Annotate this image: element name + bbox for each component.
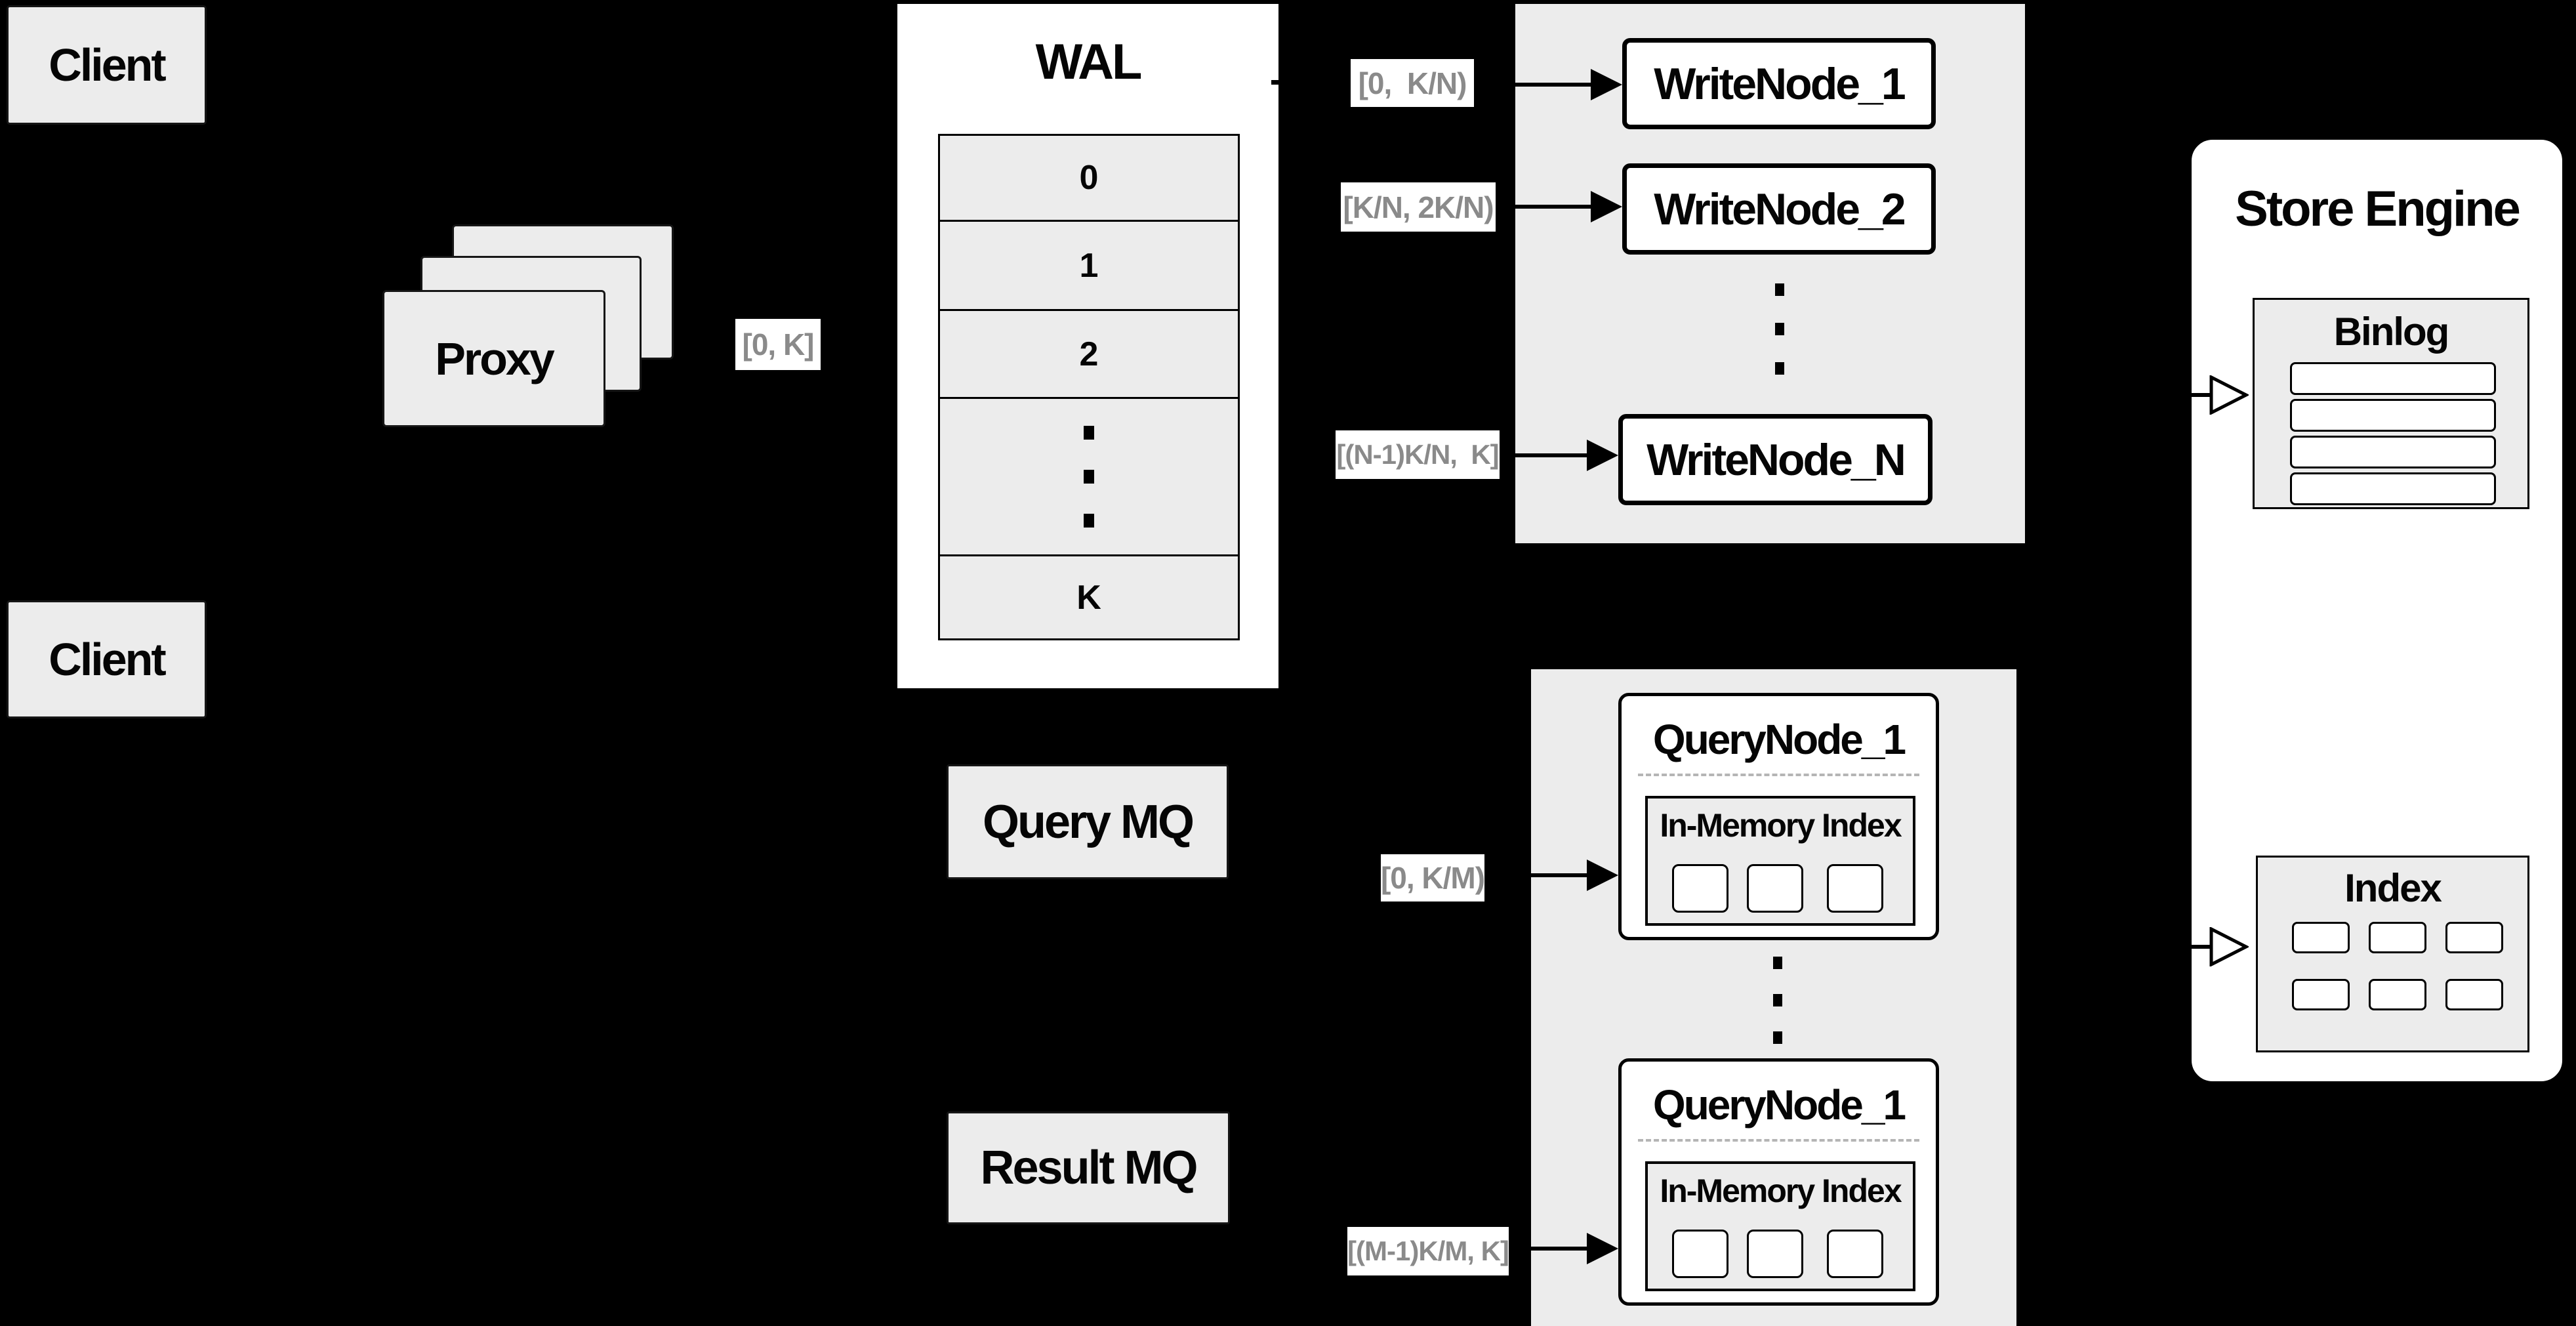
query-mq-box: Query MQ bbox=[947, 764, 1229, 879]
store-engine-title-wrap: Store Engine bbox=[2192, 176, 2562, 241]
proxy-box: Proxy bbox=[382, 290, 605, 427]
ellipsis-dot-icon bbox=[1773, 957, 1782, 969]
index-title-wrap: Index bbox=[2258, 861, 2527, 914]
store-engine-title: Store Engine bbox=[2235, 180, 2521, 237]
index-cell bbox=[2445, 979, 2503, 1010]
proxy-label: Proxy bbox=[435, 333, 555, 384]
dashed-divider bbox=[1638, 1139, 1919, 1142]
memory-cell bbox=[1827, 864, 1883, 913]
result-mq-box: Result MQ bbox=[947, 1111, 1230, 1224]
index-cell bbox=[2292, 979, 2350, 1010]
arrow-head-hollow-icon bbox=[2209, 927, 2249, 966]
arrow-head-filled-icon bbox=[1591, 69, 1622, 100]
in-memory-index-bottom-box: In-Memory Index bbox=[1645, 1161, 1915, 1291]
binlog-row bbox=[2290, 362, 2496, 395]
ellipsis-dot-icon bbox=[1773, 1031, 1782, 1044]
in-memory-index-top-title: In-Memory Index bbox=[1660, 807, 1902, 844]
arrow-line bbox=[1500, 453, 1589, 457]
writenode-1-box: WriteNode_1 bbox=[1622, 38, 1936, 129]
client-top-label: Client bbox=[49, 39, 166, 91]
in-memory-index-bottom-title-wrap: In-Memory Index bbox=[1648, 1168, 1913, 1214]
querynode-top-title-wrap: QueryNode_1 bbox=[1622, 711, 1936, 768]
wal-row-1: 1 bbox=[938, 220, 1240, 311]
ellipsis-dot-icon bbox=[1775, 283, 1784, 296]
binlog-box: Binlog bbox=[2253, 298, 2529, 509]
querynode-bottom-title: QueryNode_1 bbox=[1652, 1081, 1906, 1129]
arrow-head-filled-icon bbox=[1587, 440, 1618, 471]
ellipsis-dot-icon bbox=[1775, 362, 1784, 375]
memory-cell bbox=[1827, 1230, 1883, 1278]
client-bottom-box: Client bbox=[7, 600, 207, 718]
arrow-line bbox=[2027, 393, 2214, 397]
ellipsis-dot-icon bbox=[1084, 514, 1094, 528]
wal-title-wrap: WAL bbox=[897, 29, 1278, 94]
index-cell bbox=[2369, 922, 2426, 953]
in-memory-index-top-box: In-Memory Index bbox=[1645, 796, 1915, 926]
arrow-head-filled-icon bbox=[1591, 191, 1622, 222]
binlog-row bbox=[2290, 436, 2496, 468]
in-memory-index-top-title-wrap: In-Memory Index bbox=[1648, 802, 1913, 848]
binlog-title-wrap: Binlog bbox=[2255, 305, 2527, 358]
memory-cell bbox=[1672, 1230, 1728, 1278]
index-box: Index bbox=[2256, 856, 2529, 1052]
memory-cell bbox=[1747, 864, 1803, 913]
wal-row-k: K bbox=[938, 554, 1240, 640]
binlog-title: Binlog bbox=[2333, 309, 2450, 354]
writenode-2-label: WriteNode_2 bbox=[1654, 184, 1906, 234]
wal-row-0: 0 bbox=[938, 134, 1240, 222]
client-top-box: Client bbox=[7, 5, 207, 125]
querynode-bottom-title-wrap: QueryNode_1 bbox=[1622, 1076, 1936, 1134]
querynode-bottom-box: QueryNode_1 In-Memory Index bbox=[1618, 1058, 1939, 1306]
arrow-head-filled-icon bbox=[1587, 860, 1618, 891]
range-label-proxy-out: [0, K] bbox=[735, 319, 821, 370]
result-mq-label: Result MQ bbox=[980, 1142, 1198, 1194]
index-title: Index bbox=[2344, 865, 2442, 910]
querynode-top-box: QueryNode_1 In-Memory Index bbox=[1618, 693, 1939, 940]
arrow-line bbox=[1484, 873, 1588, 877]
writenode-1-label: WriteNode_1 bbox=[1654, 58, 1906, 109]
index-cell bbox=[2292, 922, 2350, 953]
arrow-line bbox=[1474, 83, 1592, 87]
wal-row-ellipsis bbox=[938, 397, 1240, 556]
ellipsis-dot-icon bbox=[1775, 323, 1784, 335]
writenode-n-label: WriteNode_N bbox=[1646, 434, 1906, 485]
writenode-2-box: WriteNode_2 bbox=[1622, 163, 1936, 255]
ellipsis-dot-icon bbox=[1084, 426, 1094, 440]
ellipsis-dot-icon bbox=[1773, 994, 1782, 1006]
wal-out-arrow-stub bbox=[1271, 80, 1282, 85]
wal-title: WAL bbox=[1035, 33, 1143, 90]
index-cell bbox=[2445, 922, 2503, 953]
binlog-row bbox=[2290, 472, 2496, 505]
memory-cell bbox=[1672, 864, 1728, 913]
arrow-line bbox=[1496, 205, 1593, 209]
in-memory-index-bottom-title: In-Memory Index bbox=[1660, 1172, 1902, 1209]
ellipsis-dot-icon bbox=[1084, 470, 1094, 484]
range-label-write-2: [K/N, 2K/N) bbox=[1341, 182, 1496, 232]
arrow-line bbox=[1509, 1247, 1588, 1251]
query-mq-label: Query MQ bbox=[982, 795, 1195, 848]
client-bottom-label: Client bbox=[49, 634, 166, 685]
wal-box: WAL 0 1 2 K bbox=[895, 2, 1280, 690]
range-label-query-1: [0, K/M) bbox=[1381, 854, 1485, 901]
arrow-line bbox=[2027, 945, 2214, 949]
binlog-row bbox=[2290, 399, 2496, 432]
memory-cell bbox=[1747, 1230, 1803, 1278]
arrow-head-hollow-icon bbox=[2209, 375, 2249, 415]
writenode-n-box: WriteNode_N bbox=[1618, 414, 1932, 505]
arrow-head-filled-icon bbox=[1587, 1233, 1618, 1264]
querynode-top-title: QueryNode_1 bbox=[1652, 716, 1906, 763]
store-engine-box: Store Engine Binlog Index bbox=[2189, 137, 2565, 1084]
range-label-write-n: [(N-1)K/N, K] bbox=[1336, 430, 1500, 479]
wal-row-2: 2 bbox=[938, 309, 1240, 399]
dashed-divider bbox=[1638, 774, 1919, 776]
index-cell bbox=[2369, 979, 2426, 1010]
range-label-write-1: [0, K/N) bbox=[1351, 59, 1474, 107]
range-label-query-m: [(M-1)K/M, K] bbox=[1347, 1227, 1509, 1275]
